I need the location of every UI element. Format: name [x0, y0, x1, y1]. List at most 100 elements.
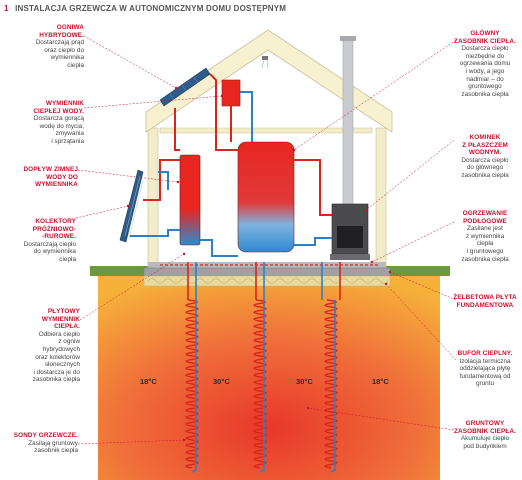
- label-desc-line: wodę do mycia,: [39, 122, 84, 130]
- label-desc-line: hybrydowych: [42, 345, 80, 353]
- label-title-line: OGRZEWANIE: [462, 210, 508, 217]
- label-desc-line: pod budynkiem: [463, 442, 507, 450]
- label-desc-line: zasobnika ciepła: [32, 376, 80, 384]
- figure-number: 1: [4, 4, 9, 13]
- label-desc-line: Dostarczają prąd: [35, 39, 84, 47]
- label-title-line: PŁYTOWY: [47, 308, 80, 315]
- label-title-line: CIEPŁA.: [54, 323, 80, 331]
- ground-heat-storage: [98, 275, 440, 480]
- attic-floor: [159, 127, 373, 134]
- label-title-line: GŁÓWNY: [470, 30, 500, 37]
- house-pipes: [130, 73, 332, 257]
- label-desc-line: i sprzątania: [51, 137, 84, 145]
- panel-line: [181, 84, 187, 92]
- label-desc-line: zasobnika ciepła: [461, 255, 509, 263]
- label-title-line: KOMINEK: [469, 134, 501, 141]
- label-title-line: HYBRYDOWE.: [39, 31, 84, 39]
- diagram-title: INSTALACJA GRZEWCZA W AUTONOMICZNYM DOMU…: [15, 4, 287, 13]
- label-desc-line: do wymiennika: [33, 248, 76, 256]
- label-desc-line: zmywania: [55, 130, 84, 138]
- label-desc-line: fundamentową od: [459, 372, 511, 380]
- leader-lines: [75, 35, 457, 445]
- hot-water-exchanger: [221, 79, 241, 107]
- label-title-line: ŻELBETOWA PŁYTA: [453, 294, 517, 301]
- shower-stream: [261, 59, 265, 69]
- label-desc-line: niezbędne do: [465, 52, 505, 60]
- pipe-blue: [294, 237, 332, 246]
- probe-coil: [253, 299, 267, 469]
- label-title-line: DOPŁYW ZIMNEJ: [23, 166, 78, 173]
- panel-line: [193, 76, 199, 84]
- label-title-line: FUNDAMENTOWA: [456, 301, 514, 309]
- left-wall: [147, 127, 159, 269]
- label-desc-line: wymiennika: [50, 54, 84, 62]
- label-desc-line: gruntu: [475, 380, 495, 388]
- label-title-line: Z PŁASZCZEM: [462, 141, 508, 149]
- label-desc-line: zasobnika ciepła: [461, 171, 509, 179]
- label-title-line: -RUROWE.: [42, 233, 76, 241]
- probe-return-pipe: [330, 300, 336, 473]
- temperature-label: 18°C: [140, 377, 157, 386]
- label-title-line: WODNYM.: [468, 149, 502, 157]
- panel-line: [169, 93, 175, 101]
- label-title-line: CIEPŁEJ WODY.: [33, 107, 84, 115]
- pipe-blue: [130, 229, 180, 237]
- label-desc-line: z ogniw: [58, 338, 80, 346]
- chimney: [342, 39, 354, 206]
- label-desc-line: słonecznych: [44, 361, 80, 369]
- diagram-heading: 1 INSTALACJA GRZEWCZA W AUTONOMICZNYM DO…: [4, 4, 286, 13]
- probe-coil: [185, 299, 199, 469]
- label-title-line: KOLEKTORY: [35, 218, 76, 225]
- label-desc-line: Dostarczają ciepło: [23, 240, 76, 248]
- temperature-label: 30°C: [213, 377, 230, 386]
- label-desc-line: oraz ciepło do: [44, 46, 84, 54]
- thermal-buffer: [143, 275, 391, 287]
- right-wall: [375, 127, 387, 269]
- ground-probes: [185, 299, 338, 473]
- roof: [145, 29, 393, 133]
- label-title-line: PODŁOGOWE: [463, 217, 507, 225]
- label-desc-line: Akumuluje ciepło: [460, 435, 510, 443]
- pipe-blue: [200, 239, 238, 257]
- label-desc-line: Zasilają gruntowy: [28, 439, 78, 447]
- label-title-line: OGNIWA: [56, 24, 84, 31]
- pipe-blue: [240, 91, 253, 142]
- probe-return-pipe: [191, 300, 197, 473]
- label-desc-line: nadmiar – do: [466, 75, 504, 83]
- label-title-line: SONDY GRZEWCZE.: [13, 432, 78, 439]
- fireplace-base: [330, 254, 370, 260]
- pipe-red: [143, 159, 180, 201]
- label-title-line: GRUNTOWY: [465, 420, 505, 427]
- pipe-blue: [158, 171, 169, 190]
- label-title-line: WYMIENNIK: [41, 315, 80, 323]
- pipe-red: [294, 159, 332, 216]
- label-title-line: PRÓŻNIOWO-: [32, 225, 76, 233]
- label-desc-line: i dostarcza je do: [33, 368, 80, 376]
- main-storage-tank: [237, 141, 295, 253]
- leader-dots: [126, 86, 392, 442]
- label-desc-line: oraz kolektorów: [35, 353, 80, 361]
- label-desc-line: z wymiennika: [465, 232, 505, 240]
- label-desc-line: Dostarcza gorącą: [33, 115, 84, 123]
- label-desc-line: ciepła: [476, 240, 494, 248]
- label-title-line: WODY DO: [46, 173, 78, 181]
- probe-coil: [324, 299, 338, 469]
- label-desc-line: do głównego: [466, 164, 504, 172]
- fireplace-window: [337, 226, 363, 248]
- plate-heat-exchanger: [179, 154, 201, 246]
- label-desc-line: gruntowego: [468, 83, 502, 91]
- label-title-line: WYMIENNIKA: [35, 181, 78, 189]
- foundation-slab: [143, 267, 391, 277]
- label-desc-line: Izolacja termiczna: [459, 357, 511, 365]
- label-desc-line: ogrzewania domu: [459, 60, 511, 68]
- pipe-red: [209, 73, 238, 151]
